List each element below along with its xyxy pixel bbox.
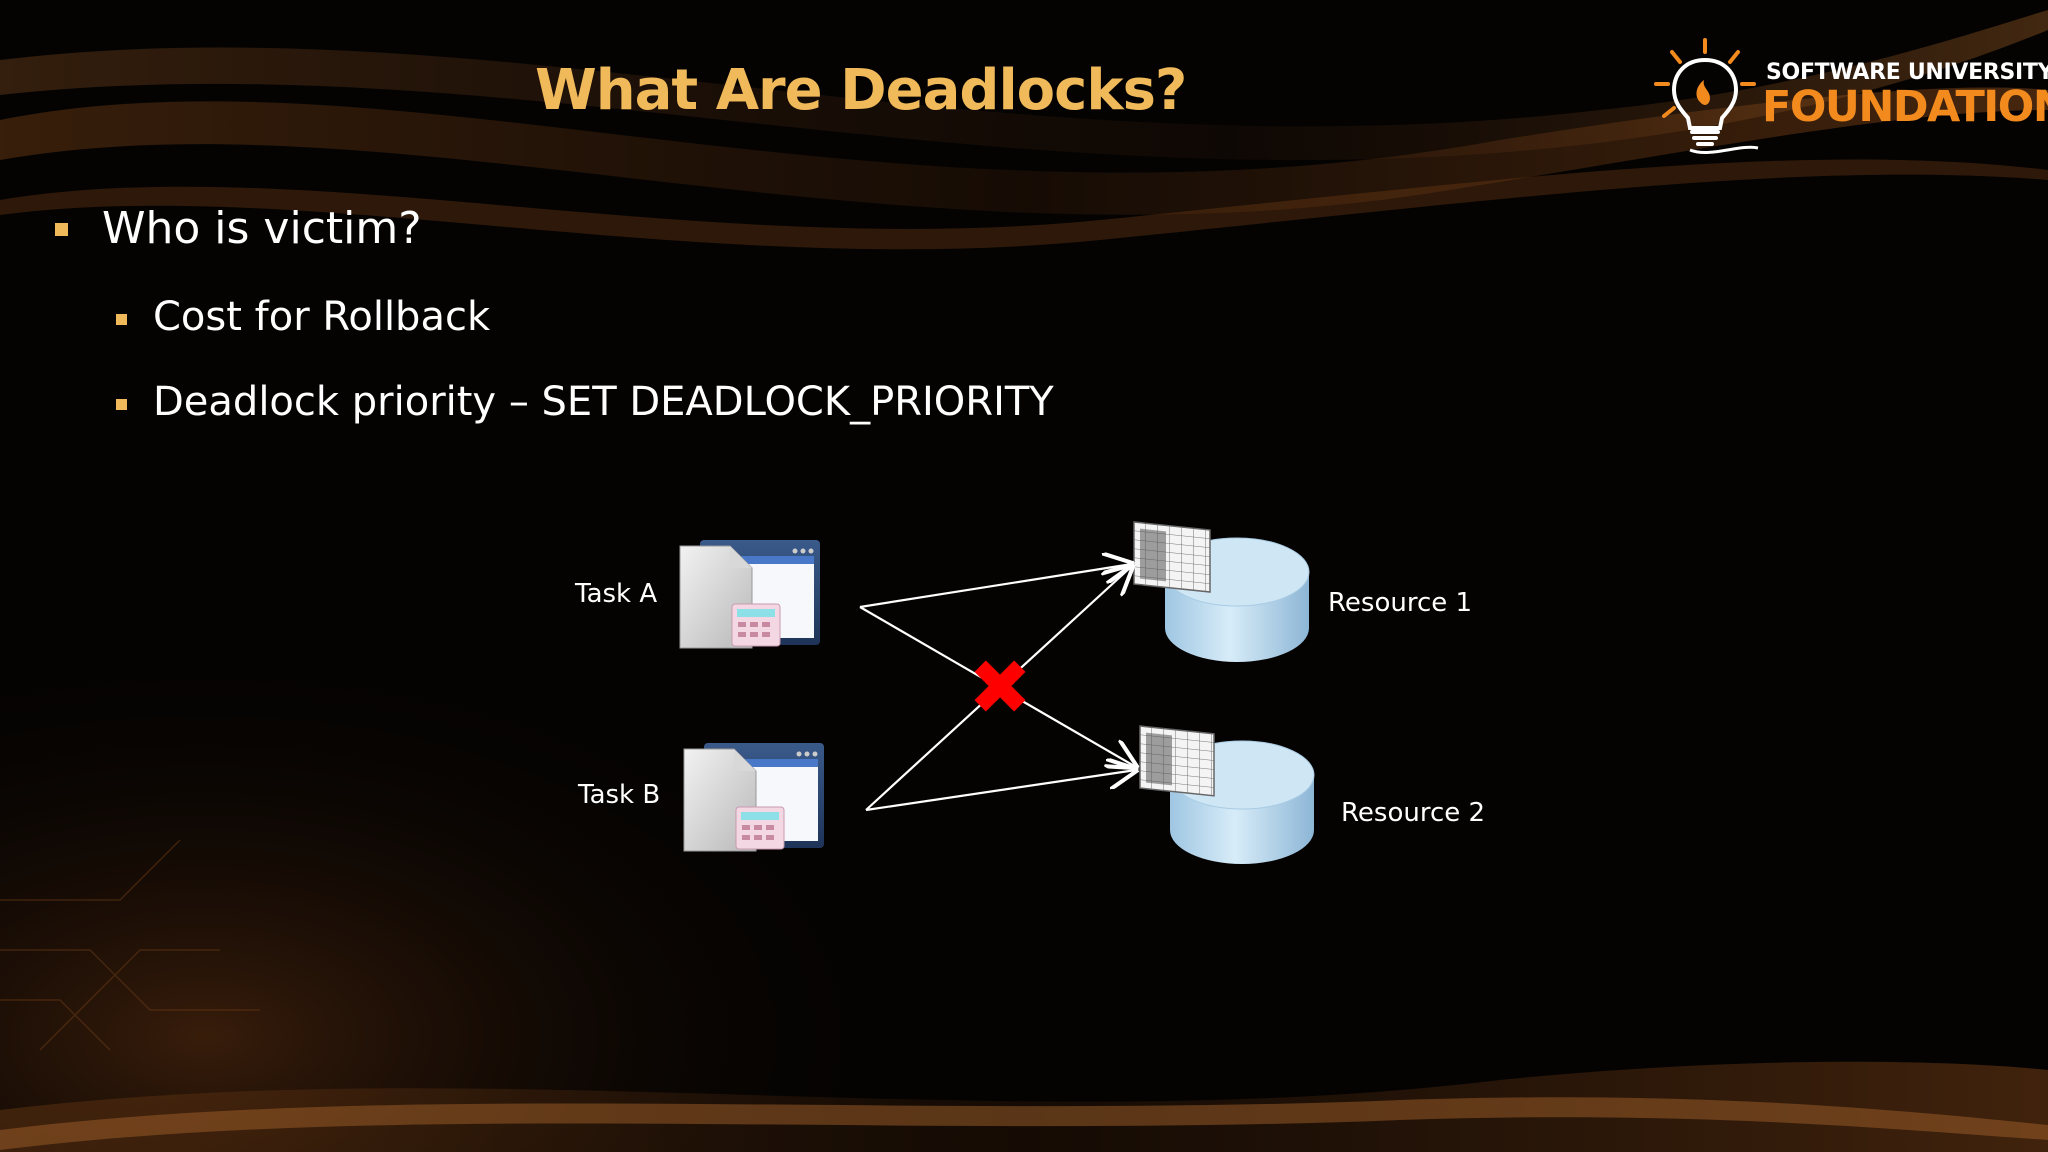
task-a-icon [679,540,820,649]
task-b-icon [683,743,824,852]
resource-2-label: Resource 2 [1341,798,1486,828]
lightbulb-logo-icon [1654,38,1759,155]
bullet-level2: Cost for Rollback [116,294,491,340]
bullet-square-icon [116,314,127,325]
logo-text-top: SOFTWARE UNIVERSITY [1766,60,2048,85]
logo-text-bottom: FOUNDATION [1762,82,2048,132]
arrow-task-a-to-resource-1 [859,564,1132,609]
bullet-text: Who is victim? [102,203,422,254]
bullet-text: Deadlock priority – SET DEADLOCK_PRIORIT… [153,379,1054,425]
task-a-label: Task A [575,579,658,609]
task-b-label: Task B [578,780,661,810]
bullet-text: Cost for Rollback [153,294,491,340]
software-university-logo: SOFTWARE UNIVERSITY FOUNDATION [1650,32,2048,157]
slide-title: What Are Deadlocks? [535,58,1187,123]
bullet-level2: Deadlock priority – SET DEADLOCK_PRIORIT… [116,379,1054,425]
resource-1-icon [1133,521,1310,662]
bullet-level1: Who is victim? [55,203,422,254]
bullet-square-icon [55,223,68,236]
arrow-task-b-to-resource-2 [865,770,1136,812]
resource-1-label: Resource 1 [1328,588,1473,618]
red-x-icon [974,660,1026,712]
resource-2-icon [1139,725,1315,864]
bullet-square-icon [116,399,127,410]
